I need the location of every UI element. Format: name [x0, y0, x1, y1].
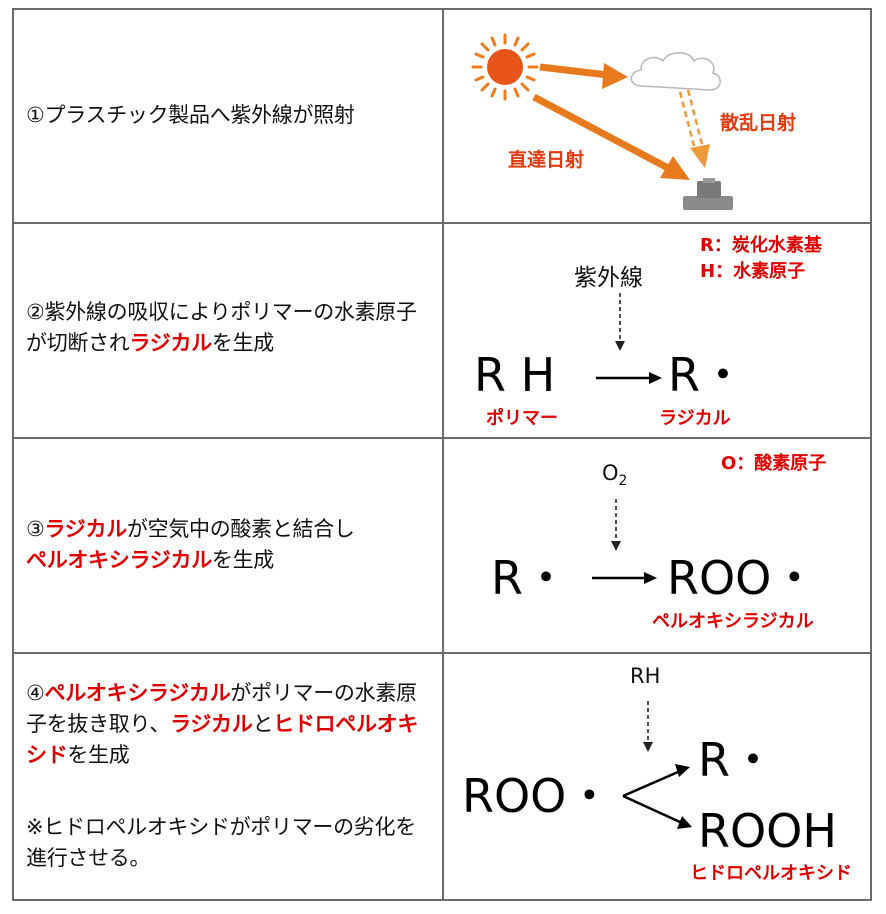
radical-label: ラジカル: [659, 408, 731, 429]
reactant-peroxy-radical: ROO・: [462, 769, 613, 823]
table-border-right: [870, 8, 872, 901]
column-divider: [442, 8, 444, 901]
cloud-icon: [630, 52, 721, 91]
arrow-direct-radiation-icon: [532, 93, 690, 180]
arrow-sun-to-cloud-icon: [539, 63, 628, 89]
legend-r: R：炭化水素基: [700, 235, 822, 256]
step-3-text: ③ラジカルが空気中の酸素と結合しペルオキシラジカルを生成: [26, 517, 355, 572]
uv-dashed-arrow-icon: [615, 293, 625, 351]
legend-o: O：酸素原子: [721, 453, 827, 474]
hydroperoxide-label: ヒドロペルオキシド: [690, 863, 852, 884]
step-4-note: ※ヒドロペルオキシドがポリマーの劣化を進行させる。: [26, 815, 416, 870]
branch-arrow-lower-icon: [622, 794, 692, 829]
peroxy-radical-label: ペルオキシラジカル: [652, 611, 814, 632]
product-hydroperoxide: ROOH: [698, 804, 837, 858]
rh-reagent: RH: [630, 664, 661, 688]
product-radical: R・: [668, 348, 746, 402]
reactant-rh: R H: [474, 348, 556, 402]
product-peroxy-radical: ROO・: [667, 551, 818, 605]
arrow-scattered-radiation-icon: [678, 89, 710, 168]
step-1-text: ①プラスチック製品へ紫外線が照射: [26, 103, 355, 127]
reactant-radical: R・: [491, 551, 569, 605]
step-2-text: ②紫外線の吸収によりポリマーの水素原子が切断されラジカルを生成: [26, 300, 417, 355]
plastic-product-icon: [683, 178, 733, 210]
reaction-arrow-icon: [592, 572, 657, 584]
sun-icon: [471, 33, 539, 101]
scattered-radiation-label: 散乱日射: [720, 112, 797, 134]
legend-h: H：水素原子: [700, 261, 806, 282]
uv-label: 紫外線: [574, 265, 643, 291]
reaction-arrow-icon: [596, 372, 662, 384]
step-4-text: ④ペルオキシラジカルがポリマーの水素原子を抜き取り、ラジカルとヒドロペルオキシド…: [26, 681, 419, 767]
product-radical-2: R・: [698, 733, 776, 787]
table-border-left: [12, 8, 14, 901]
oxygen-reagent: O2: [602, 461, 628, 490]
polymer-label: ポリマー: [486, 408, 558, 429]
rh-dashed-arrow-icon: [643, 701, 653, 752]
branch-arrow-upper-icon: [622, 764, 690, 798]
oxygen-dashed-arrow-icon: [611, 499, 621, 551]
direct-radiation-label: 直達日射: [508, 149, 585, 171]
